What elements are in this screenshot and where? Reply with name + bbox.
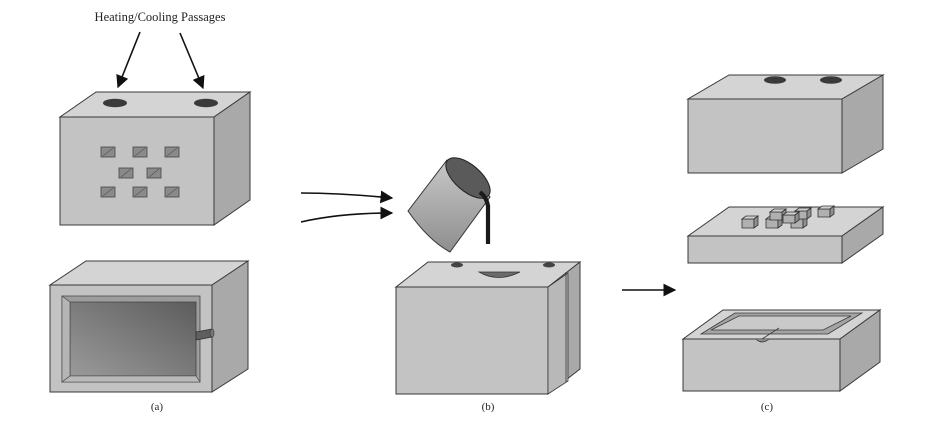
passage-hole-right (194, 98, 218, 108)
passage-hole-left-c (764, 76, 786, 84)
caption-b: (b) (482, 401, 495, 413)
pouring-ladle (407, 157, 491, 253)
mold-block-top-a (58, 91, 252, 226)
pour-basin (477, 271, 521, 278)
mold-block-bottom-c (681, 309, 882, 392)
sprue-hole-right (543, 262, 555, 268)
flow-arrow-lower (300, 206, 394, 223)
annotation-arrow-left (116, 31, 141, 89)
mold-block-bottom-a (48, 260, 250, 393)
mold-block-top-c (686, 74, 885, 174)
cavity-slots (100, 146, 180, 198)
annotation-arrow-right (179, 32, 205, 90)
caption-c: (c) (761, 401, 774, 413)
mold-block-b (394, 260, 582, 396)
passage-hole-left (103, 98, 127, 108)
molded-parts (740, 205, 836, 229)
gate-notch (755, 338, 770, 343)
core-plate-c (686, 205, 885, 264)
heating-cooling-label: Heating/Cooling Passages (95, 10, 226, 24)
sprue-hole-left (451, 262, 463, 268)
flow-arrow-upper (300, 190, 394, 204)
passage-hole-right-c (820, 76, 842, 84)
caption-a: (a) (151, 401, 164, 413)
